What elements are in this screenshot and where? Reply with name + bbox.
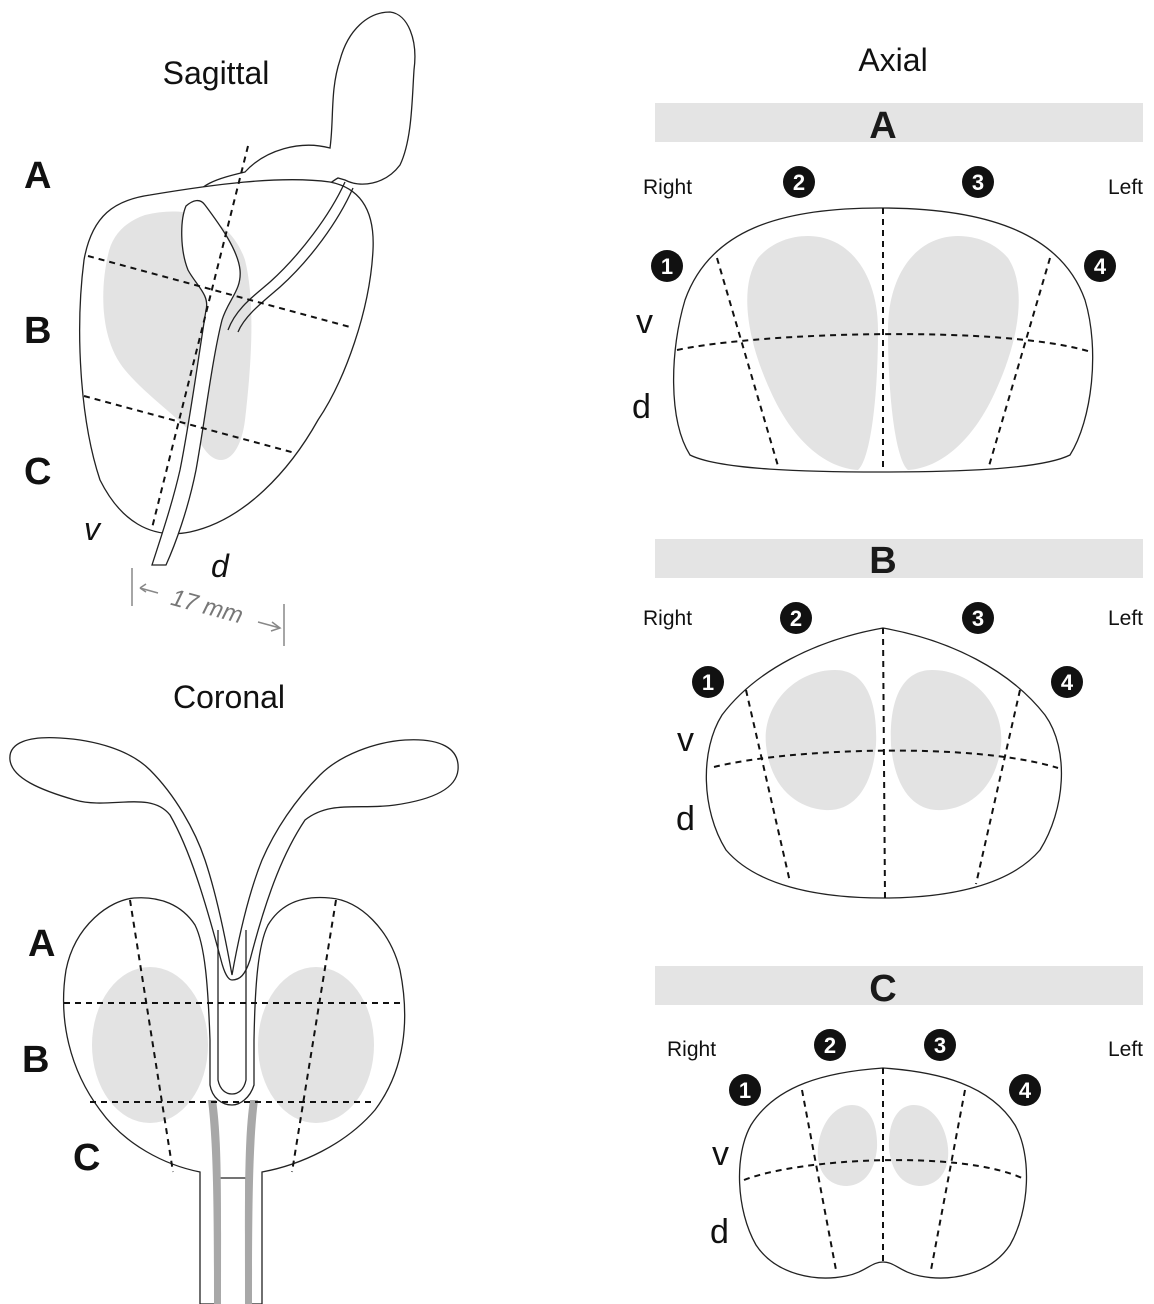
svg-text:3: 3 [934,1033,946,1058]
coronal-zone-left [258,967,374,1123]
svg-text:2: 2 [824,1033,836,1058]
coronal-zone-right [92,967,208,1123]
axial-b-level-label: B [869,540,896,582]
sagittal-level-c: C [24,451,51,493]
axial-b-sector-1: 1 [692,666,724,698]
axial-c-sector-2: 2 [814,1029,846,1061]
svg-text:3: 3 [972,170,984,195]
axial-a-sector-2: 2 [783,166,815,198]
scale-bar: 17 mm [132,568,284,646]
axial-a-sector-3: 3 [962,166,994,198]
coronal-level-b: B [22,1039,49,1081]
coronal-title: Coronal [173,679,285,715]
axial-c-ventral-label: v [712,1135,729,1173]
axial-c-left-label: Left [1108,1038,1143,1061]
axial-b-dorsal-label: d [676,800,695,838]
coronal-level-c: C [73,1137,100,1179]
svg-text:2: 2 [793,170,805,195]
sagittal-view: Sagittal A B C v d 17 mm [24,12,415,646]
axial-c-sector-3: 3 [924,1029,956,1061]
axial-c-level-bar [655,966,1143,1005]
axial-a-sector-1: 1 [651,250,683,282]
axial-panel-b: B Right Left v d 1 2 3 4 [643,539,1143,898]
axial-b-sector-2: 2 [780,602,812,634]
sagittal-level-b: B [24,310,51,352]
axial-panel-a: A Right Left v d 1 2 3 4 [632,103,1143,472]
svg-text:17 mm: 17 mm [168,584,246,629]
axial-a-level-bar [655,103,1143,142]
sagittal-dorsal-label: d [211,548,230,584]
svg-text:3: 3 [972,606,984,631]
svg-text:1: 1 [661,254,673,279]
axial-title: Axial [858,42,927,78]
axial-b-level-bar [655,539,1143,578]
axial-a-sector-4: 4 [1084,250,1116,282]
svg-text:4: 4 [1094,254,1107,279]
sagittal-ventral-label: v [84,511,102,547]
axial-c-dorsal-label: d [710,1213,729,1251]
axial-c-level-label: C [869,968,896,1010]
axial-b-right-label: Right [643,607,692,630]
svg-text:1: 1 [739,1078,751,1103]
axial-b-sector-4: 4 [1051,666,1083,698]
scale-label: 17 mm [168,584,246,629]
axial-c-sector-4: 4 [1009,1074,1041,1106]
axial-b-ventral-label: v [677,721,694,759]
axial-b-sector-3: 3 [962,602,994,634]
axial-panel-c: C Right Left v d 1 2 3 4 [655,966,1143,1278]
svg-text:4: 4 [1061,670,1074,695]
svg-text:1: 1 [702,670,714,695]
axial-c-right-label: Right [667,1038,716,1061]
axial-a-level-label: A [869,105,896,147]
axial-a-right-label: Right [643,176,692,199]
axial-b-left-label: Left [1108,607,1143,630]
coronal-view: Coronal A B C [10,679,458,1304]
coronal-level-a: A [28,923,55,965]
svg-text:4: 4 [1019,1078,1032,1103]
axial-c-sector-1: 1 [729,1074,761,1106]
axial-a-dorsal-label: d [632,388,651,426]
axial-a-left-label: Left [1108,176,1143,199]
sagittal-level-a: A [24,155,51,197]
sagittal-title: Sagittal [163,55,270,91]
svg-text:2: 2 [790,606,802,631]
axial-a-ventral-label: v [636,303,653,341]
